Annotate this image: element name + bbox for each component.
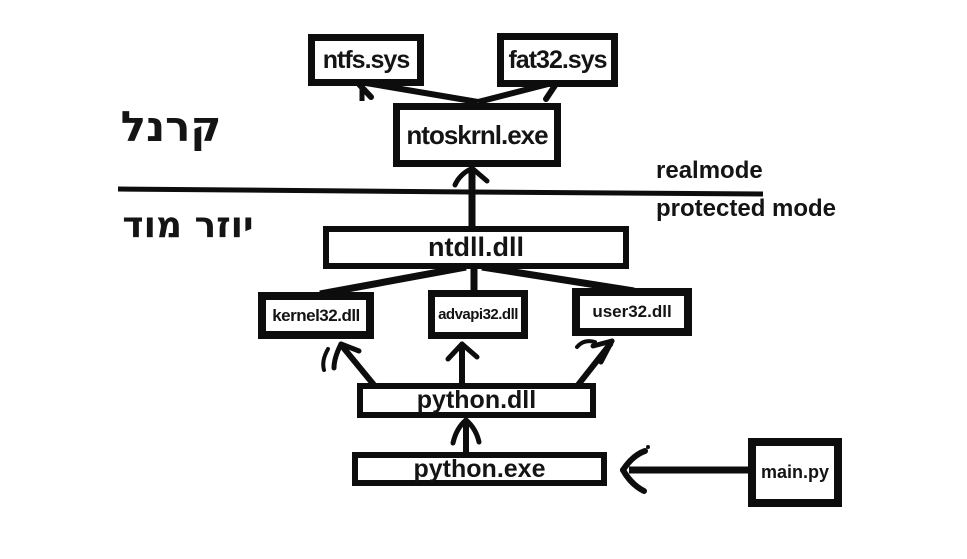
line-ntdll-to-kernel32 bbox=[319, 263, 467, 298]
box-python-exe: python.exe bbox=[352, 452, 607, 486]
box-ntoskrnl-exe: ntoskrnl.exe bbox=[393, 103, 561, 167]
protected-mode-label: protected mode bbox=[656, 195, 837, 222]
arrow-pythondll-to-user32 bbox=[575, 338, 615, 387]
box-user32-dll: user32.dll bbox=[572, 288, 692, 336]
arrow-ntdll-to-ntoskrnl bbox=[452, 166, 490, 227]
arrow-pythondll-to-kernel32 bbox=[321, 341, 377, 387]
box-advapi32-dll: advapi32.dll bbox=[428, 290, 528, 339]
box-ntdll-dll: ntdll.dll bbox=[323, 226, 629, 269]
box-fat32-sys: fat32.sys bbox=[497, 33, 618, 87]
arrow-pythondll-to-advapi32 bbox=[445, 341, 480, 385]
box-ntfs-sys: ntfs.sys bbox=[308, 34, 424, 86]
box-python-dll: python.dll bbox=[357, 383, 596, 418]
kernel-mode-label-hebrew: קרנל bbox=[120, 102, 222, 151]
arrow-mainpy-to-pythonexe bbox=[620, 445, 748, 494]
box-main-py: main.py bbox=[748, 438, 842, 507]
line-ntdll-to-user32 bbox=[481, 263, 635, 295]
realmode-label: realmode bbox=[656, 157, 763, 184]
box-kernel32-dll: kernel32.dll bbox=[258, 292, 374, 339]
user-mode-label-hebrew: יוזר מוד bbox=[122, 205, 254, 246]
arrow-pythonexe-to-pythondll bbox=[450, 417, 482, 452]
mode-separator-line bbox=[117, 186, 764, 197]
